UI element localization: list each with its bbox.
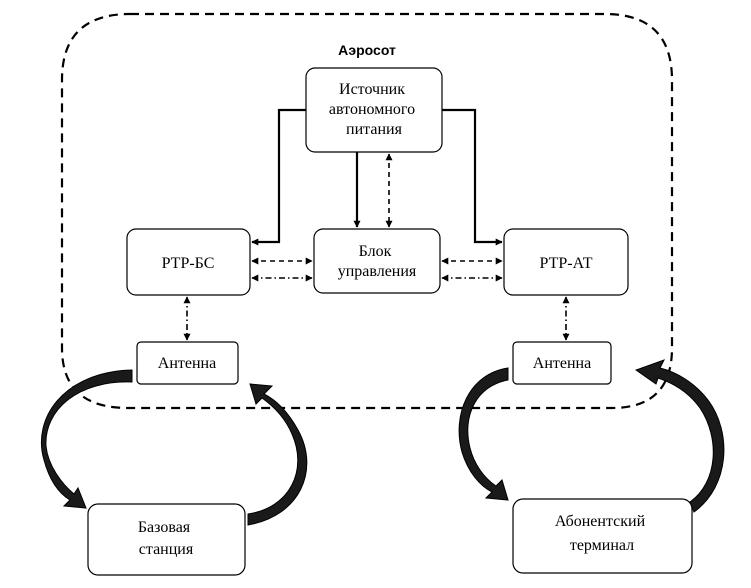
power-to-rtr-bs-arrow xyxy=(251,108,306,246)
rtr-bs-box xyxy=(126,228,251,296)
base-station-box xyxy=(87,503,246,576)
subscriber-terminal-label: Абонентский терминал xyxy=(555,513,649,554)
aerostat-boundary xyxy=(60,12,674,410)
antenna-to-terminal-curve-arrow xyxy=(458,367,509,501)
terminal-to-antenna-curve-arrow xyxy=(634,359,725,513)
power-to-rtr-at-arrow xyxy=(442,108,503,246)
antenna-right-box xyxy=(512,341,612,385)
control-unit-label: Блок управления xyxy=(338,243,417,280)
base-station-to-antenna-curve-arrow xyxy=(247,383,308,526)
rtr-at-label: РТР-АТ xyxy=(539,255,592,272)
power-source-label: Источник автономного питания xyxy=(329,81,419,138)
rtr-at-box xyxy=(503,228,629,296)
antenna-right-label: Антенна xyxy=(533,355,591,372)
subscriber-terminal-box xyxy=(512,498,693,574)
aerostat-label: Аэросот xyxy=(338,42,396,58)
control-unit-box xyxy=(313,228,441,294)
base-station-label: Базовая станция xyxy=(138,519,194,558)
antenna-left-box xyxy=(136,341,239,385)
antenna-to-base-station-curve-arrow xyxy=(40,369,133,509)
antenna-left-label: Антенна xyxy=(158,355,216,372)
rtr-bs-label: РТР-БС xyxy=(162,255,215,272)
